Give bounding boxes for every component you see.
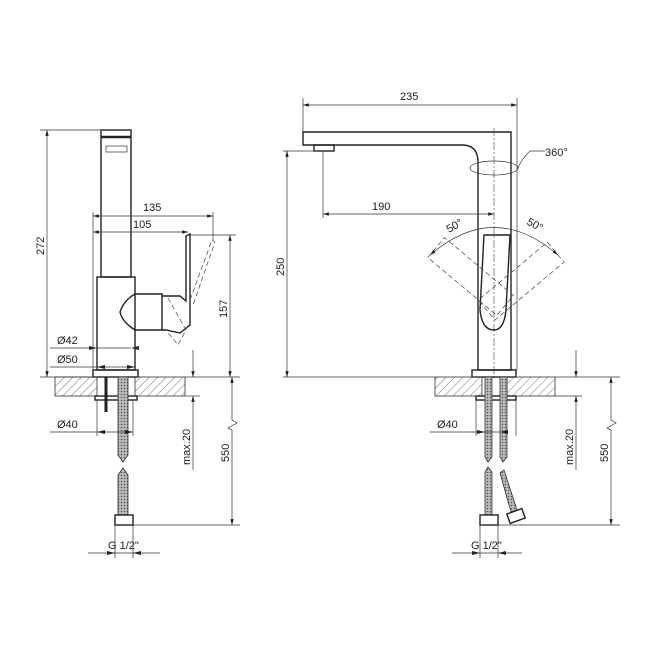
countertop-left-front bbox=[434, 376, 483, 397]
dim-max-20-front: max.20 bbox=[564, 429, 576, 465]
dim-157: 157 bbox=[218, 300, 230, 318]
countertop-right bbox=[134, 376, 186, 397]
dim-550: 550 bbox=[220, 444, 232, 462]
countertop-right-front bbox=[506, 376, 556, 397]
faucet-body-side bbox=[92, 129, 216, 378]
dim-diameter-40: Ø40 bbox=[57, 419, 78, 431]
dim-135: 135 bbox=[143, 202, 161, 214]
dim-250: 250 bbox=[275, 258, 287, 276]
countertop-left bbox=[54, 376, 98, 397]
dim-235: 235 bbox=[400, 91, 418, 103]
dim-diameter-42: Ø42 bbox=[57, 335, 78, 347]
dim-105: 105 bbox=[133, 219, 151, 231]
dim-360-rotation: 360° bbox=[545, 147, 568, 159]
dim-550-front: 550 bbox=[599, 444, 611, 462]
faucet-body-front bbox=[302, 128, 565, 380]
dim-diameter-50: Ø50 bbox=[57, 354, 78, 366]
hose-fitting-right bbox=[505, 507, 527, 525]
hose-fitting bbox=[114, 514, 134, 526]
front-view: 235 250 190 360° 50° 50° Ø40 max.20 550 … bbox=[275, 91, 620, 558]
dim-272: 272 bbox=[35, 237, 47, 255]
dim-diameter-40-front: Ø40 bbox=[437, 419, 458, 431]
dim-connection-front: G 1/2" bbox=[471, 540, 502, 552]
dim-angle-left: 50° bbox=[445, 217, 465, 236]
hose-left bbox=[484, 376, 493, 463]
hose bbox=[117, 376, 129, 463]
dim-max-20: max.20 bbox=[181, 429, 193, 465]
dim-connection: G 1/2" bbox=[108, 540, 139, 552]
dim-190: 190 bbox=[372, 201, 390, 213]
hose-right bbox=[499, 376, 508, 463]
dim-angle-right: 50° bbox=[525, 216, 545, 234]
hose-fitting-left bbox=[479, 514, 499, 526]
side-view: 272 135 105 157 Ø42 Ø50 Ø40 max.20 550 G… bbox=[35, 129, 240, 558]
